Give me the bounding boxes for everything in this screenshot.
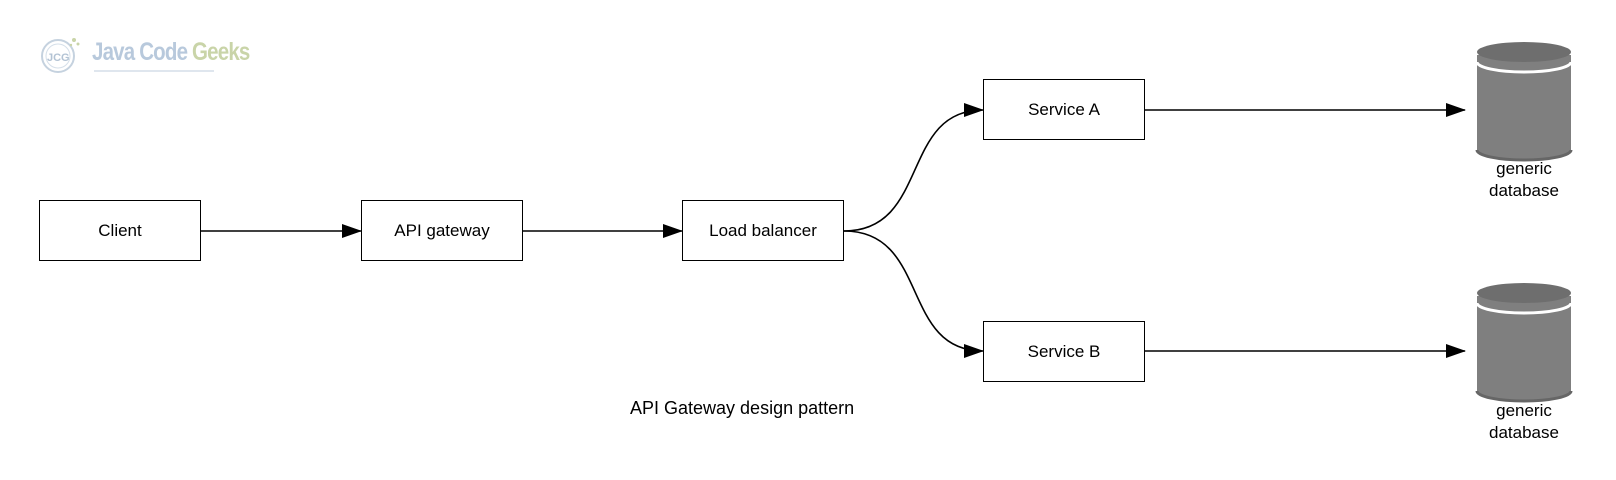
load-balancer-label: Load balancer bbox=[709, 220, 817, 240]
edge-balancer-to-service-a bbox=[843, 103, 984, 232]
database-label: generic database bbox=[1464, 158, 1584, 202]
client-node: Client bbox=[39, 200, 201, 261]
api-gateway-node: API gateway bbox=[361, 200, 523, 261]
service-b-node: Service B bbox=[983, 321, 1145, 382]
java-code-geeks-logo: JCG Java Code Geeks bbox=[38, 30, 250, 80]
logo-text-main: Java Code bbox=[92, 38, 188, 66]
load-balancer-node: Load balancer bbox=[682, 200, 844, 261]
database-label-line1: generic bbox=[1496, 401, 1552, 420]
database-label-line2: database bbox=[1489, 181, 1559, 200]
service-a-label: Service A bbox=[1028, 99, 1100, 119]
diagram-caption: API Gateway design pattern bbox=[630, 398, 855, 418]
service-a-node: Service A bbox=[983, 79, 1145, 140]
database-label-line2: database bbox=[1489, 423, 1559, 442]
logo-text-accent: Geeks bbox=[192, 38, 250, 66]
database-label: generic database bbox=[1464, 400, 1584, 444]
jcg-badge-icon: JCG bbox=[41, 38, 80, 73]
logo-wordmark: Java Code Geeks bbox=[92, 38, 250, 67]
database-icon bbox=[1475, 42, 1573, 162]
svg-text:JCG: JCG bbox=[47, 52, 70, 64]
database-label-line1: generic bbox=[1496, 159, 1552, 178]
logo-tagline-bar bbox=[94, 70, 214, 72]
client-label: Client bbox=[98, 220, 142, 240]
database-icon bbox=[1475, 283, 1573, 403]
service-b-label: Service B bbox=[1027, 341, 1101, 361]
api-gateway-label: API gateway bbox=[394, 220, 490, 240]
edge-balancer-to-service-b bbox=[843, 230, 984, 358]
